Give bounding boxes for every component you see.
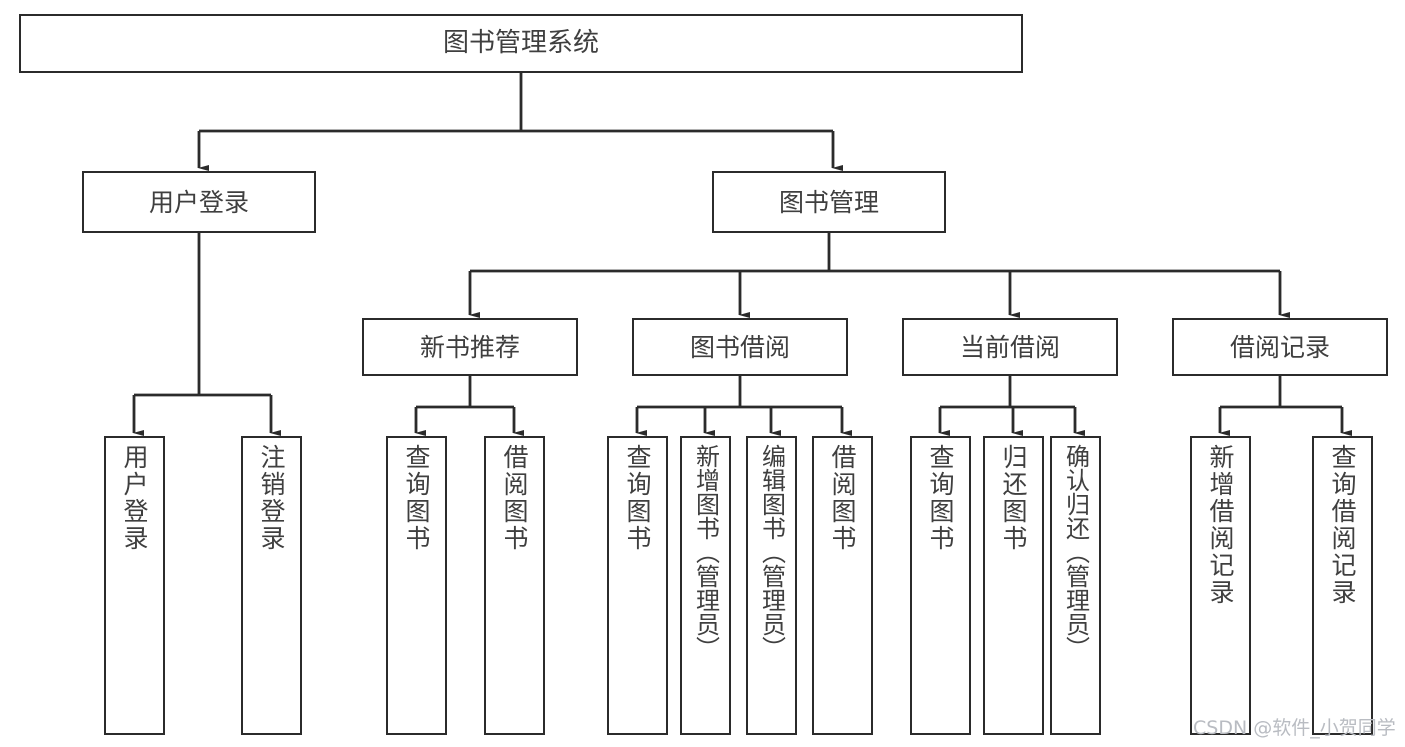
node-leaf-add-book-label: 新增图书（管理员）	[691, 444, 720, 660]
node-leaf-add-book[interactable]: 新增图书（管理员）	[680, 436, 731, 735]
node-leaf-user-login-label: 用户登录	[120, 444, 149, 552]
node-book-borrow[interactable]: 图书借阅	[632, 318, 848, 376]
node-root-label: 图书管理系统	[442, 28, 599, 59]
node-leaf-add-record-label: 新增借阅记录	[1206, 444, 1235, 606]
node-user-login-label: 用户登录	[148, 187, 249, 217]
node-borrow-record[interactable]: 借阅记录	[1172, 318, 1388, 376]
node-book-borrow-label: 图书借阅	[689, 332, 790, 362]
node-leaf-query-book-1[interactable]: 查询图书	[386, 436, 447, 735]
node-leaf-borrow-book-2[interactable]: 借阅图书	[812, 436, 873, 735]
node-new-book-rec-label: 新书推荐	[419, 332, 520, 362]
node-leaf-query-book-2-label: 查询图书	[623, 444, 652, 552]
node-leaf-user-login[interactable]: 用户登录	[104, 436, 165, 735]
node-leaf-borrow-book-1[interactable]: 借阅图书	[484, 436, 545, 735]
node-leaf-query-book-1-label: 查询图书	[402, 444, 431, 552]
node-leaf-add-record[interactable]: 新增借阅记录	[1190, 436, 1251, 735]
node-leaf-query-record-label: 查询借阅记录	[1328, 444, 1357, 606]
node-leaf-query-book-3[interactable]: 查询图书	[910, 436, 971, 735]
node-leaf-query-record[interactable]: 查询借阅记录	[1312, 436, 1373, 735]
node-current-borrow[interactable]: 当前借阅	[902, 318, 1118, 376]
node-leaf-borrow-book-2-label: 借阅图书	[828, 444, 857, 552]
node-borrow-record-label: 借阅记录	[1229, 332, 1330, 362]
node-book-manage[interactable]: 图书管理	[712, 171, 946, 233]
node-leaf-return-book[interactable]: 归还图书	[983, 436, 1044, 735]
csdn-watermark: CSDN @软件_小贺同学	[1193, 717, 1396, 739]
node-leaf-edit-book-label: 编辑图书（管理员）	[757, 444, 786, 660]
node-leaf-borrow-book-1-label: 借阅图书	[500, 444, 529, 552]
node-leaf-confirm-return-label: 确认归还（管理员）	[1061, 444, 1090, 660]
node-leaf-query-book-2[interactable]: 查询图书	[607, 436, 668, 735]
node-book-manage-label: 图书管理	[778, 187, 879, 217]
node-root[interactable]: 图书管理系统	[19, 14, 1023, 73]
node-leaf-user-logout[interactable]: 注销登录	[241, 436, 302, 735]
node-leaf-user-logout-label: 注销登录	[257, 444, 286, 552]
node-leaf-confirm-return[interactable]: 确认归还（管理员）	[1050, 436, 1101, 735]
node-leaf-edit-book[interactable]: 编辑图书（管理员）	[746, 436, 797, 735]
node-user-login[interactable]: 用户登录	[82, 171, 316, 233]
node-leaf-return-book-label: 归还图书	[999, 444, 1028, 552]
node-leaf-query-book-3-label: 查询图书	[926, 444, 955, 552]
node-new-book-rec[interactable]: 新书推荐	[362, 318, 578, 376]
node-current-borrow-label: 当前借阅	[959, 332, 1060, 362]
